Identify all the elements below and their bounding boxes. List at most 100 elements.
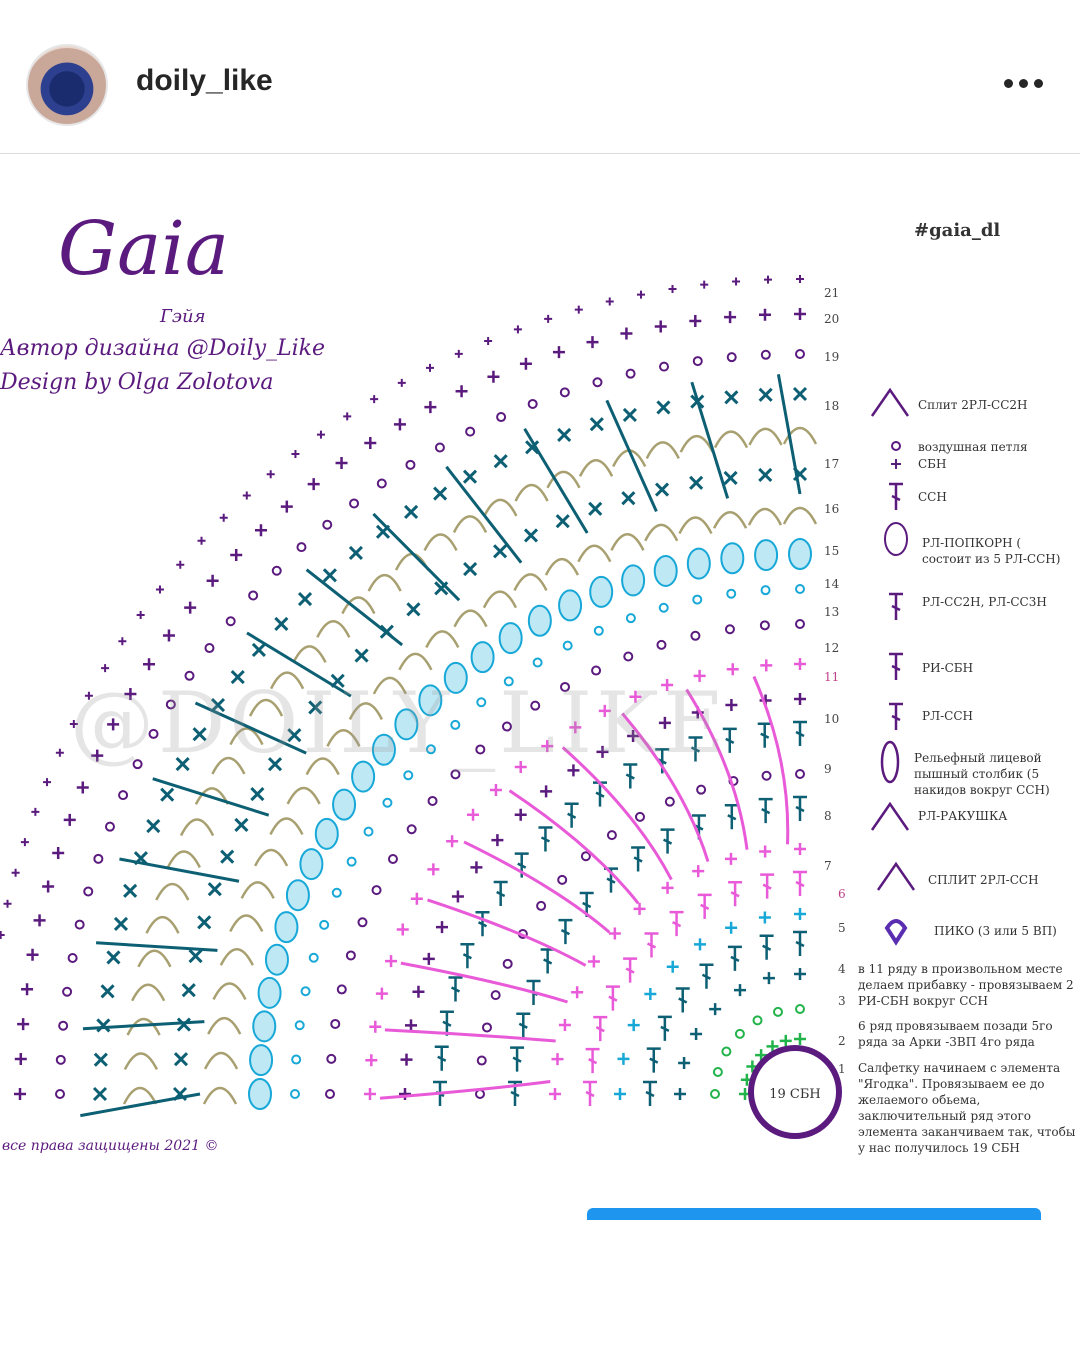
- chain-stitch-mark: [557, 874, 568, 885]
- edge-mark: [55, 748, 64, 757]
- sc-stitch-mark: [724, 311, 737, 324]
- chain-stitch-mark: [490, 990, 501, 1001]
- legend-item: воздушная петля: [918, 440, 1028, 454]
- split-arc-mark: [713, 430, 749, 449]
- x-stitch-mark: [354, 648, 369, 663]
- x-stitch-mark: [113, 916, 129, 931]
- split-arc-mark: [645, 441, 680, 459]
- note-start: Салфетку начинаем с элемента "Ягодка". П…: [858, 1061, 1076, 1155]
- dc-stitch-mark: [623, 957, 638, 983]
- chain-stitch-mark: [752, 1015, 763, 1026]
- dc-stitch-mark: [669, 910, 684, 937]
- sc-stitch-mark: [549, 1088, 561, 1100]
- chain-stitch-mark: [530, 700, 541, 711]
- sc-stitch-mark: [725, 921, 738, 934]
- chain-stitch-mark: [319, 919, 330, 930]
- chain-stitch-mark: [406, 824, 417, 835]
- chain-stitch-mark: [760, 585, 771, 596]
- popcorn-mark: [754, 539, 779, 572]
- x-stitch-mark: [758, 467, 773, 483]
- chain-stitch-mark: [405, 459, 416, 470]
- chain-stitch-mark: [296, 542, 307, 553]
- chain-stitch-mark: [104, 821, 115, 832]
- dc-stitch-mark: [434, 1045, 449, 1071]
- dc-stitch-mark: [657, 1015, 672, 1041]
- chain-stitch-mark: [606, 830, 617, 841]
- x-stitch-mark: [234, 817, 249, 833]
- chain-stitch-mark: [132, 759, 143, 770]
- legend-item: РЛ-СС2Н, РЛ-СС3Н: [922, 595, 1047, 609]
- x-stitch-mark: [525, 440, 540, 455]
- popcorn-mark: [371, 733, 396, 766]
- split-arc-mark: [398, 652, 433, 671]
- dc-stitch-mark: [660, 828, 675, 854]
- sc-stitch-mark: [617, 1052, 630, 1065]
- edge-mark: [43, 778, 52, 787]
- sc-stitch-mark: [654, 320, 667, 333]
- x-stitch-mark: [173, 1052, 189, 1067]
- chain-stitch-mark: [760, 349, 771, 360]
- split-arc-mark: [126, 1017, 161, 1036]
- dc-stitch-mark: [516, 1012, 531, 1038]
- relief-stitch-mark: [463, 840, 611, 934]
- dc-stitch-mark: [728, 881, 743, 907]
- sc-stitch-mark: [519, 357, 532, 370]
- chain-stitch-mark: [532, 657, 543, 668]
- zigzag-line: [445, 465, 523, 564]
- split-arc-mark: [179, 818, 215, 837]
- username[interactable]: doily_like: [136, 64, 273, 97]
- author-en: Design by Olga Zolotova: [0, 370, 274, 395]
- avatar[interactable]: [26, 44, 108, 126]
- chain-stitch-mark: [712, 1067, 723, 1078]
- x-stitch-mark: [274, 616, 289, 631]
- chain-stitch-mark: [248, 590, 259, 601]
- note-row-11: в 11 ряду в произвольном месте делаем пр…: [858, 962, 1074, 1008]
- edge-mark: [84, 691, 93, 700]
- sc-stitch-mark: [794, 968, 806, 980]
- split-arc-mark: [155, 882, 190, 901]
- legend-item: ПИКО (3 или 5 ВП): [934, 924, 1057, 938]
- popcorn-mark: [589, 575, 614, 608]
- more-horizontal-icon[interactable]: [1000, 66, 1048, 102]
- x-stitch-mark: [723, 470, 738, 485]
- row-number: 9: [824, 762, 832, 776]
- sc-stitch-mark: [412, 985, 425, 998]
- chain-stitch-mark: [761, 770, 772, 781]
- dc-stitch-mark: [540, 948, 555, 974]
- sc-stitch-mark: [760, 659, 773, 672]
- chain-stitch-mark: [118, 790, 129, 801]
- sc-stitch-mark: [393, 418, 406, 431]
- chain-stitch-mark: [450, 719, 461, 730]
- sc-stitch-mark: [76, 781, 89, 794]
- chain-stitch-mark: [625, 368, 636, 379]
- split-arc-mark: [123, 1052, 159, 1071]
- edge-mark: [796, 275, 804, 283]
- split-arc-mark: [348, 702, 383, 720]
- sc-stitch-mark: [552, 346, 565, 359]
- sc-stitch-mark: [598, 704, 611, 717]
- x-stitch-mark: [588, 501, 603, 516]
- split-arc-mark: [372, 676, 407, 695]
- row-number: 19: [824, 350, 840, 364]
- x-stitch-mark: [207, 882, 222, 897]
- split-arc-mark: [679, 434, 714, 453]
- chain-stitch-mark: [795, 584, 805, 594]
- row-number: 18: [824, 399, 840, 413]
- popcorn-mark: [653, 554, 678, 587]
- sc-stitch-mark: [184, 601, 197, 614]
- center-ring: [748, 1045, 842, 1139]
- chain-stitch-mark: [625, 613, 636, 624]
- sc-stitch-mark: [674, 1088, 686, 1100]
- legend-dc-icon: [889, 702, 903, 730]
- hashtag: #gaia_dl: [914, 220, 1001, 241]
- dc-stitch-mark: [448, 976, 463, 1002]
- dc-stitch-mark: [493, 880, 508, 906]
- split-arc-mark: [203, 1051, 239, 1070]
- split-arc-mark: [712, 511, 748, 529]
- chain-stitch-mark: [726, 588, 737, 599]
- sc-stitch-mark: [369, 1020, 382, 1033]
- sc-stitch-mark: [678, 1056, 691, 1069]
- sc-stitch-mark: [644, 987, 657, 1000]
- split-arc-mark: [644, 523, 679, 542]
- crochet-chart-image: 19 СБН @DOILY_LIKE Gaia Гэйя Автор дизай…: [0, 154, 1080, 1200]
